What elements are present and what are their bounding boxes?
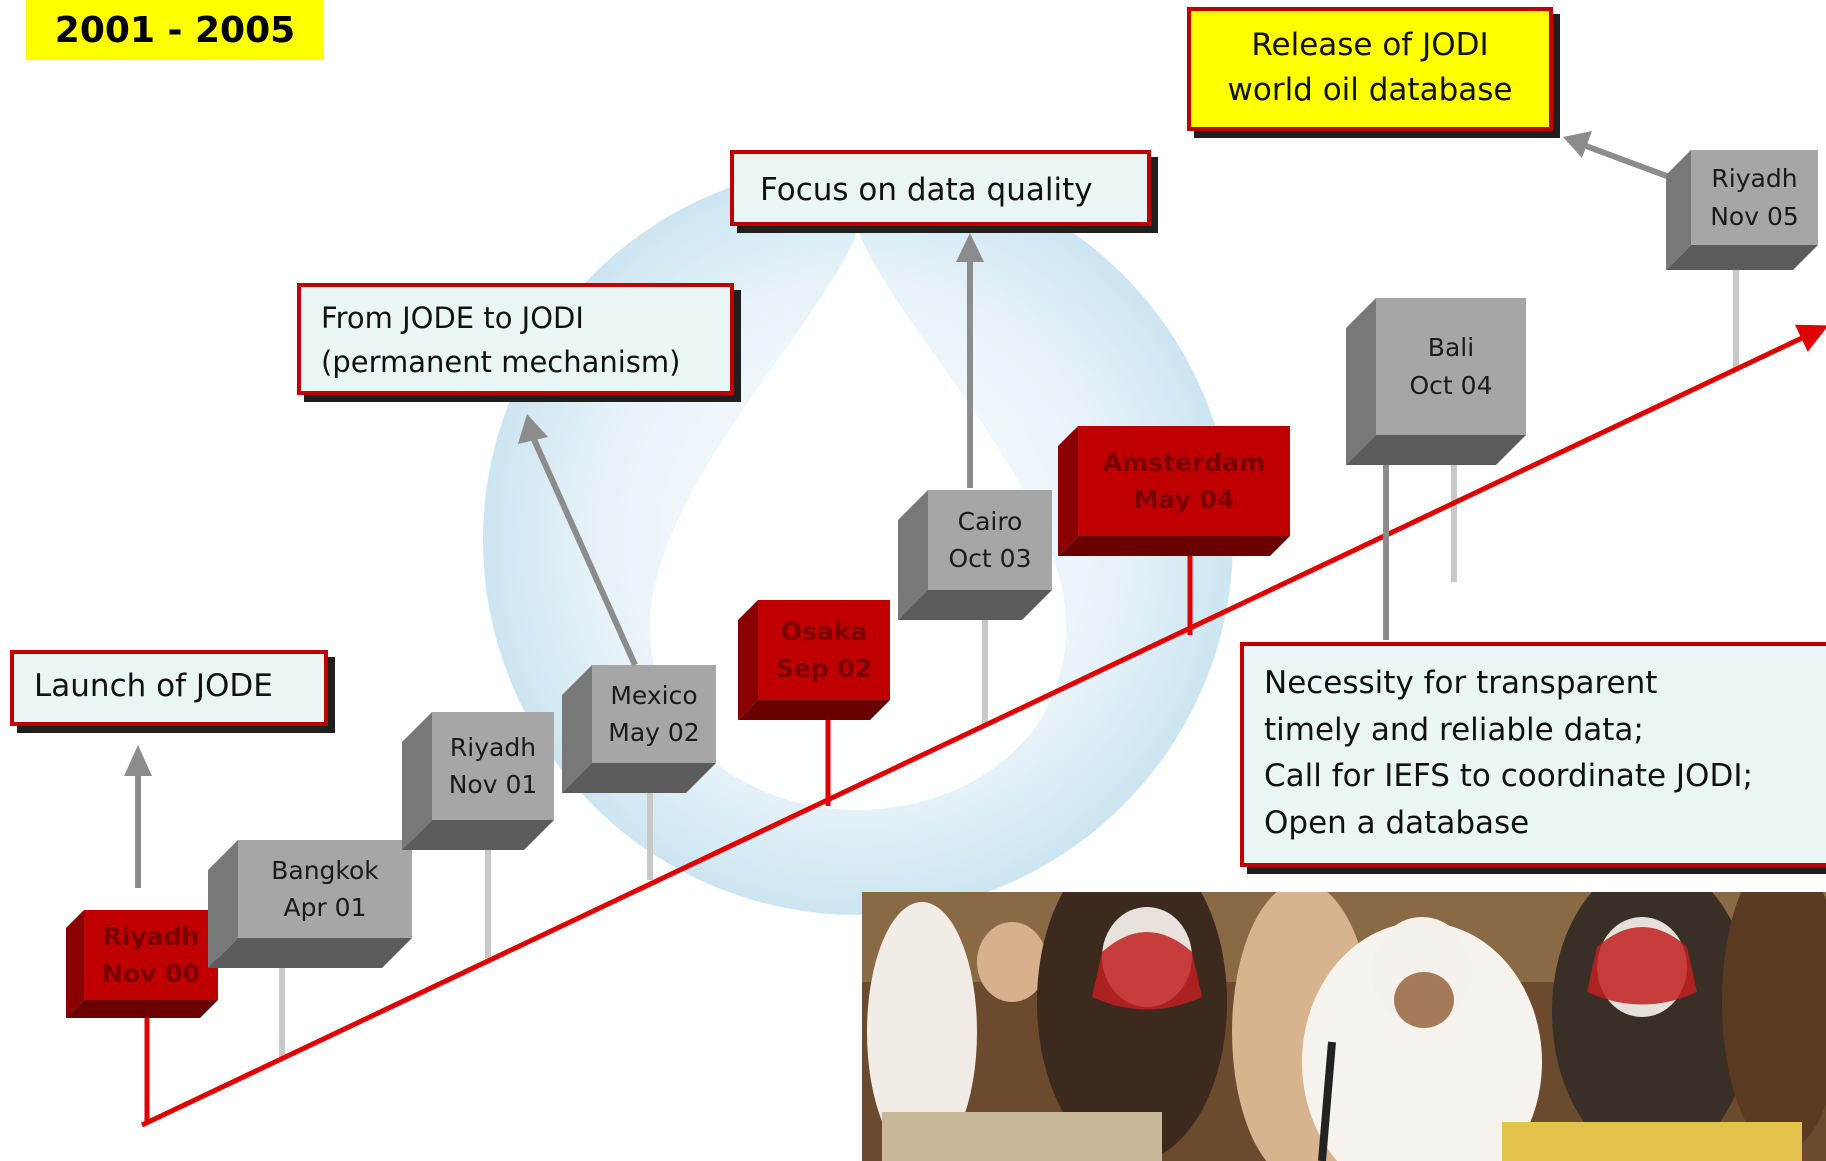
meeting-city: Bangkok — [271, 855, 379, 885]
meeting-date: Oct 04 — [1409, 370, 1493, 400]
callout-jode-to-jodi: From JODE to JODI (permanent mechanism) — [297, 283, 734, 395]
meeting-box-front — [928, 490, 1052, 590]
box-posts — [279, 270, 1739, 1060]
arrowhead-jode-jodi — [518, 414, 548, 444]
meeting-boxes — [66, 150, 1818, 1018]
meeting-box-6 — [1058, 426, 1290, 556]
callout-launch-jode: Launch of JODE — [10, 650, 328, 726]
meeting-date: Nov 01 — [448, 770, 538, 799]
meeting-box-front — [1078, 426, 1290, 536]
meeting-date: Oct 03 — [948, 544, 1032, 573]
meeting-box-side — [1058, 426, 1078, 556]
meeting-box-side — [1346, 298, 1376, 465]
meeting-city: Cairo — [957, 506, 1023, 536]
meeting-date: Nov 00 — [102, 959, 200, 988]
callout-release: Release of JODI world oil database — [1187, 7, 1553, 131]
meeting-box-side — [1666, 150, 1691, 270]
meeting-box-side — [898, 490, 928, 620]
meeting-box-bottom — [738, 700, 890, 720]
meeting-city: Riyadh — [449, 732, 537, 762]
meeting-box-side — [402, 712, 432, 850]
meeting-box-3 — [562, 665, 716, 793]
arrowhead-data-quality — [956, 233, 984, 262]
meeting-box-7 — [1346, 298, 1526, 465]
meeting-box-4 — [738, 600, 890, 720]
meeting-box-8 — [1666, 150, 1818, 270]
meeting-city: Osaka — [780, 616, 868, 646]
meeting-box-side — [208, 840, 238, 968]
arrow-to-release — [1584, 143, 1674, 181]
meeting-box-0 — [66, 910, 218, 1018]
meeting-box-side — [738, 600, 758, 720]
meeting-box-side — [562, 665, 592, 793]
callout-necessity: Necessity for transparent timely and rel… — [1240, 642, 1826, 867]
meeting-box-front — [1691, 150, 1818, 245]
arrowhead-release — [1563, 131, 1592, 158]
meeting-box-bottom — [1346, 435, 1526, 465]
meeting-box-1 — [208, 840, 412, 968]
meeting-photo — [862, 892, 1826, 1161]
meeting-date: May 02 — [608, 718, 700, 747]
title-text: 2001 - 2005 — [54, 9, 296, 51]
meeting-city: Amsterdam — [1102, 447, 1266, 477]
callout-arrows — [124, 131, 1674, 888]
meeting-box-bottom — [402, 820, 554, 850]
meeting-box-front — [1376, 298, 1526, 435]
meeting-box-5 — [898, 490, 1052, 620]
meeting-box-front — [758, 600, 890, 700]
callout-data-quality: Focus on data quality — [730, 150, 1151, 226]
arrowhead-launch — [124, 745, 152, 776]
title-badge: 2001 - 2005 — [26, 0, 324, 60]
meeting-box-front — [432, 712, 554, 820]
meeting-box-bottom — [208, 938, 412, 968]
meeting-date: Nov 05 — [1710, 201, 1799, 231]
meeting-box-front — [84, 910, 218, 1000]
meeting-box-bottom — [1058, 536, 1290, 556]
meeting-box-bottom — [562, 763, 716, 793]
arrow-to-jode-jodi — [529, 433, 638, 667]
meeting-box-2 — [402, 712, 554, 850]
meeting-box-front — [592, 665, 716, 763]
meeting-box-bottom — [1666, 245, 1818, 270]
meeting-date: Apr 01 — [283, 893, 367, 922]
meeting-date: Sep 02 — [775, 654, 873, 683]
meeting-box-side — [66, 910, 84, 1018]
meeting-date: May 04 — [1133, 485, 1235, 514]
meeting-city: Mexico — [610, 680, 698, 710]
meeting-city: Riyadh — [102, 921, 200, 951]
meeting-box-front — [238, 840, 412, 938]
meeting-city: Bali — [1427, 333, 1475, 362]
meeting-box-bottom — [898, 590, 1052, 620]
meeting-box-bottom — [66, 1000, 218, 1018]
meeting-city: Riyadh — [1711, 164, 1798, 193]
meeting-photo-illustration — [862, 892, 1826, 1161]
